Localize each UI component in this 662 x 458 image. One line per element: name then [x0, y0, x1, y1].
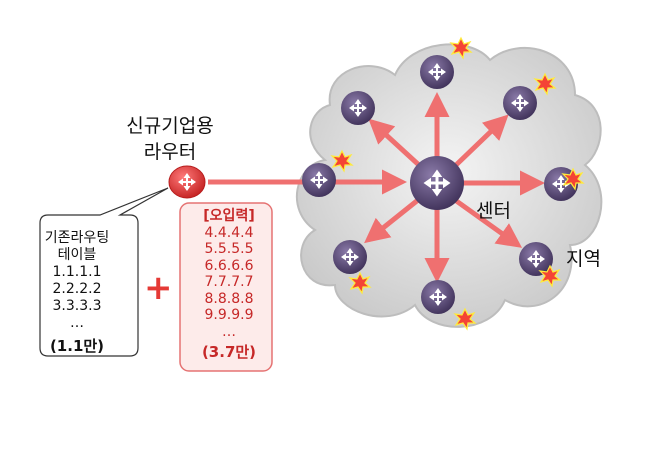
- mis-input-list: [오입력] 4.4.4.4 5.5.5.5 6.6.6.6 7.7.7.7 8.…: [180, 205, 278, 361]
- arrow-to-bottom-right: [453, 197, 523, 248]
- mis-input-count: (3.7만): [201, 343, 257, 361]
- new-router-title-line2: 라우터: [143, 141, 197, 163]
- router-center: [410, 156, 464, 210]
- router-top-left: [341, 91, 375, 125]
- plus-sign: +: [144, 268, 173, 308]
- explosion-icon: [348, 271, 372, 295]
- mis-input-ellipsis: …: [222, 323, 236, 340]
- router-left: [302, 163, 336, 197]
- new-router-icon: [168, 165, 206, 199]
- existing-routing-table: 기존라우팅 테이블 1.1.1.1 2.2.2.2 3.3.3.3 … (1.1…: [28, 230, 126, 355]
- new-router-title: 신규기업용 라우터: [100, 113, 240, 165]
- region-label: 지역: [566, 248, 601, 270]
- mis-input-box: [179, 202, 273, 372]
- existing-table-entry: 2.2.2.2: [52, 281, 102, 297]
- explosion-icons: [330, 36, 585, 331]
- mis-input-entry: 9.9.9.9: [204, 307, 254, 323]
- mis-input-title: [오입력]: [203, 208, 255, 224]
- router-bottom-left: [333, 240, 367, 274]
- explosion-icon: [449, 36, 473, 60]
- existing-table-entry: 3.3.3.3: [52, 298, 102, 314]
- router-top-right: [503, 86, 537, 120]
- existing-table-title-line2: 테이블: [57, 247, 97, 263]
- mis-input-entry: 5.5.5.5: [204, 241, 254, 257]
- connection-arrows: [364, 92, 545, 283]
- existing-table-title-line1: 기존라우팅: [44, 230, 110, 246]
- explosion-icon: [561, 167, 585, 191]
- new-router-title-line1: 신규기업용: [126, 115, 214, 137]
- explosion-icon: [533, 72, 557, 96]
- mis-input-entry: 6.6.6.6: [204, 257, 254, 274]
- center-label: 센터: [476, 200, 511, 222]
- explosion-icon: [538, 264, 562, 288]
- existing-table-ellipsis: …: [70, 315, 84, 331]
- arrow-to-top-left: [368, 118, 422, 168]
- router-bottom: [421, 280, 455, 314]
- router-top: [420, 55, 454, 89]
- mis-input-entry: 7.7.7.7: [204, 274, 254, 290]
- arrow-to-bottom-left: [364, 198, 420, 244]
- explosion-icon: [330, 149, 354, 173]
- router-bottom-right: [519, 242, 553, 276]
- speech-bubble: [39, 187, 169, 357]
- existing-table-entry: 1.1.1.1: [52, 264, 102, 280]
- mis-input-entry: 8.8.8.8: [204, 290, 254, 307]
- mis-input-entry: 4.4.4.4: [204, 224, 254, 241]
- existing-table-count: (1.1만): [49, 337, 105, 355]
- explosion-icon: [453, 307, 477, 331]
- arrow-to-top-right: [453, 114, 509, 168]
